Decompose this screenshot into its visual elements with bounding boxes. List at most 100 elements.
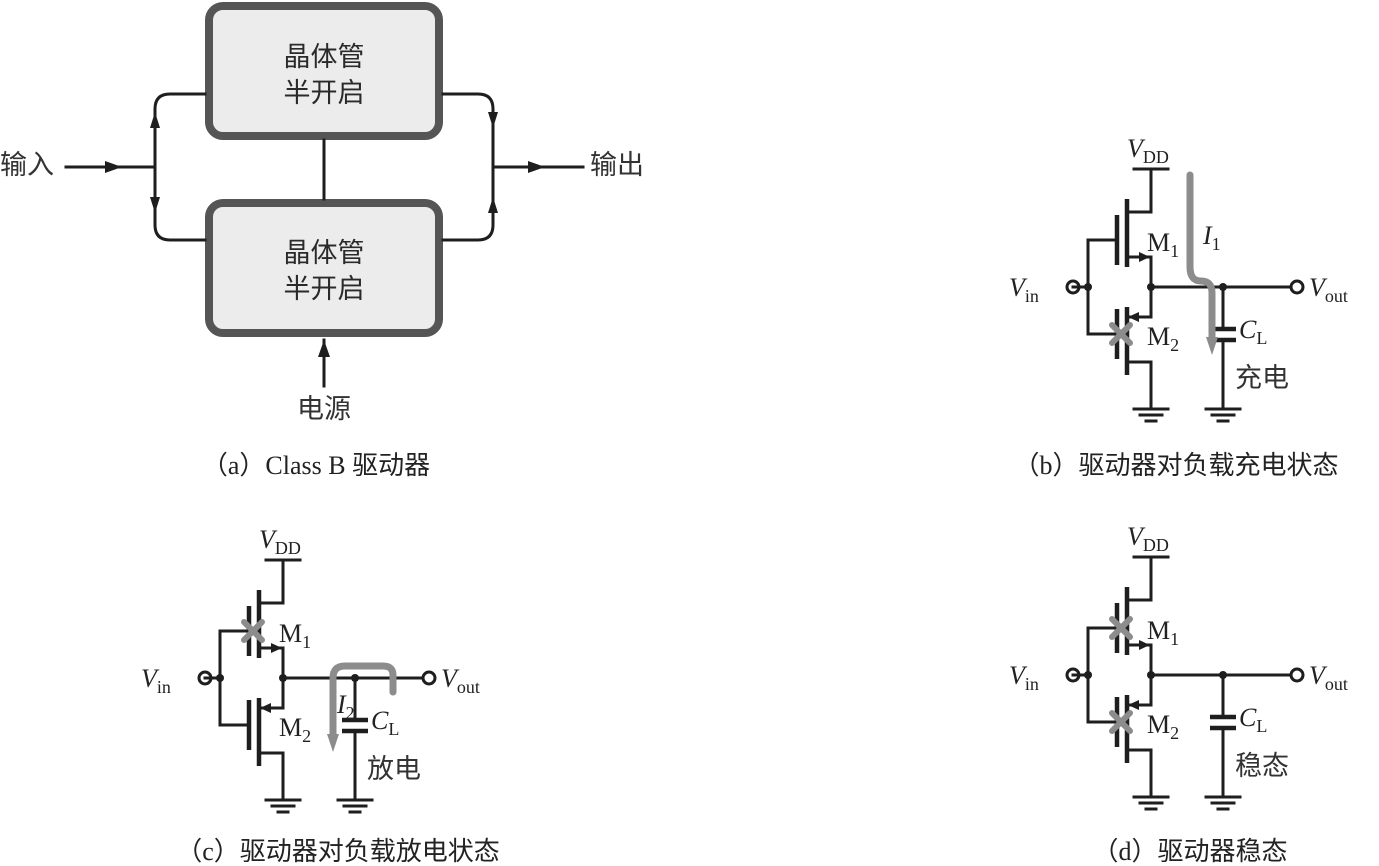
vdd-label-sub: DD: [1143, 147, 1169, 167]
junction-dot: [1084, 283, 1092, 291]
m2-off-mark-icon: [1109, 322, 1133, 346]
gate-wire: [1071, 626, 1119, 724]
cl-label-sub: L: [1256, 716, 1267, 736]
vout-label: Vout: [1309, 661, 1348, 694]
power-arrow-icon: [318, 340, 330, 357]
current-flow-arrow: [329, 662, 397, 740]
m1-label: M1: [1147, 616, 1179, 649]
m2-drain-wire: [1125, 748, 1153, 799]
current-arrowhead-icon: [327, 734, 339, 752]
vin-label-main: V: [141, 664, 160, 693]
m2-arrow-icon: [260, 703, 271, 713]
block-bottom-line2: 半开启: [284, 274, 365, 305]
m2-label: M2: [1147, 710, 1179, 743]
vdd-label-main: V: [1127, 134, 1146, 163]
m1-label: M1: [1147, 228, 1179, 261]
vin-label-main: V: [1009, 661, 1028, 690]
vdd-label: VDD: [259, 525, 301, 558]
m2-label-sub: 2: [302, 726, 311, 746]
m1-label-main: M: [279, 619, 302, 648]
output-label: 输出: [590, 150, 644, 181]
cl-label-main: C: [1239, 315, 1257, 344]
arrow-down-icon: [150, 197, 160, 213]
vdd-label-main: V: [259, 525, 278, 554]
m1-source-wire: [257, 646, 285, 680]
current-label-main: I: [1202, 221, 1213, 250]
vout-label: Vout: [441, 664, 480, 697]
current-label-sub: 2: [346, 703, 355, 723]
m2-off-mark-icon: [1109, 710, 1133, 734]
m1-label-sub: 1: [1170, 629, 1179, 649]
cl-label-main: C: [371, 706, 389, 735]
junction-dot: [1147, 671, 1155, 679]
transistor-block-bottom: [205, 199, 443, 337]
arrow-up-icon: [150, 112, 160, 128]
state-label: 稳态: [1235, 751, 1289, 782]
m2-drain-wire: [1125, 360, 1153, 411]
m2-label: M2: [1147, 322, 1179, 355]
vdd-label-sub: DD: [1143, 535, 1169, 555]
vdd-label: VDD: [1127, 522, 1169, 555]
m1-source-wire: [1125, 643, 1153, 677]
m1-label-sub: 1: [302, 632, 311, 652]
m1-drain-wire: [1125, 555, 1153, 602]
vin-label-sub: in: [1025, 286, 1039, 306]
m1-label: M1: [279, 619, 311, 652]
m2-label-main: M: [279, 713, 302, 742]
vin-label: Vin: [1009, 661, 1039, 694]
input-arrow-icon: [105, 161, 122, 173]
input-label: 输入: [0, 150, 54, 181]
vout-label-main: V: [1309, 661, 1328, 690]
vout-label-sub: out: [457, 677, 480, 697]
output-arrow-icon: [528, 161, 545, 173]
vin-label: Vin: [1009, 273, 1039, 306]
m2-label-sub: 2: [1170, 335, 1179, 355]
output-merge-wire: [441, 92, 495, 242]
m2-label-main: M: [1147, 322, 1170, 351]
m1-arrow-icon: [271, 643, 282, 653]
cl-label: CL: [371, 706, 399, 739]
m1-label-main: M: [1147, 616, 1170, 645]
junction-dot: [1147, 283, 1155, 291]
m2-arrow-icon: [1128, 700, 1139, 710]
junction-dot: [279, 674, 287, 682]
m1-drain-wire: [257, 558, 285, 605]
vin-label: Vin: [141, 664, 171, 697]
vdd-label-main: V: [1127, 522, 1146, 551]
m1-off-mark-icon: [241, 619, 265, 643]
m1-arrow-icon: [1139, 252, 1150, 262]
m1-label-sub: 1: [1170, 241, 1179, 261]
caption-d: （d）驱动器稳态: [1092, 837, 1287, 866]
vout-label-main: V: [1309, 273, 1328, 302]
current-label: I1: [1202, 221, 1221, 254]
cl-label: CL: [1239, 703, 1267, 736]
m1-off-mark-icon: [1109, 616, 1133, 640]
cl-label-main: C: [1239, 703, 1257, 732]
vdd-label: VDD: [1127, 134, 1169, 167]
m1-drain-wire: [1125, 167, 1153, 214]
vout-label-sub: out: [1325, 674, 1348, 694]
vout-label-main: V: [441, 664, 460, 693]
block-top-line2: 半开启: [284, 78, 365, 109]
current-label-sub: 1: [1212, 234, 1221, 254]
caption-a: （a）Class B 驱动器: [202, 451, 430, 480]
cl-label: CL: [1239, 315, 1267, 348]
gate-wire: [1071, 238, 1119, 336]
arrow-down-icon: [488, 112, 498, 128]
junction-dot: [216, 674, 224, 682]
block-bottom-line1: 晶体管: [284, 238, 365, 269]
m1-label-main: M: [1147, 228, 1170, 257]
junction-dot: [1084, 671, 1092, 679]
m2-label-main: M: [1147, 710, 1170, 739]
vout-terminal: [1289, 279, 1305, 295]
vout-label: Vout: [1309, 273, 1348, 306]
vout-label-sub: out: [1325, 286, 1348, 306]
input-split-wire: [153, 92, 207, 242]
m1-source-wire: [1125, 255, 1153, 289]
vout-terminal: [421, 670, 437, 686]
vout-terminal: [1289, 667, 1305, 683]
m2-label-sub: 2: [1170, 723, 1179, 743]
